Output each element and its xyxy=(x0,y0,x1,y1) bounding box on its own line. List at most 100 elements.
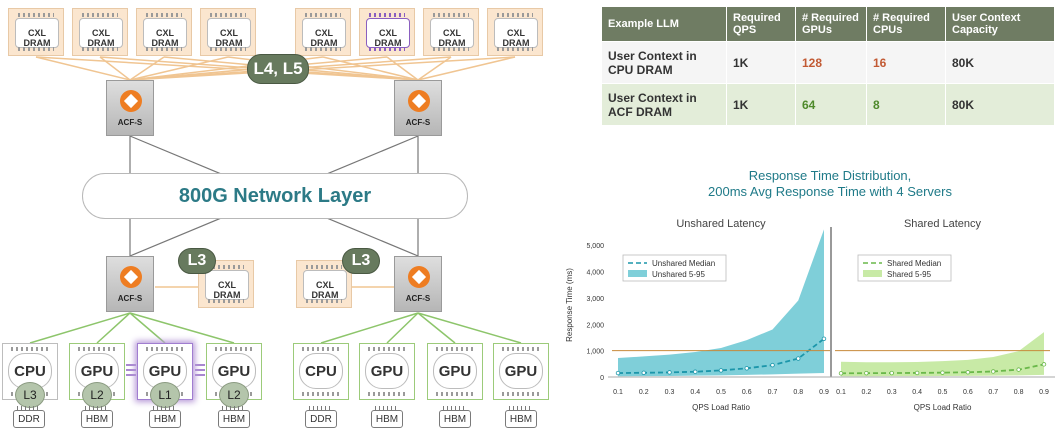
cxl-dram-module: CXL DRAM xyxy=(136,8,192,56)
x-tick-label: 0.4 xyxy=(912,389,922,396)
table-header-cell: Required QPS xyxy=(726,6,796,42)
median-point xyxy=(821,336,827,341)
y-axis-label: Response Time (ms) xyxy=(565,268,574,342)
network-layer-label: 800G Network Layer xyxy=(178,185,372,207)
x-tick-label: 0.5 xyxy=(716,389,726,396)
table-cell: 128 xyxy=(795,41,867,84)
panel-title: Unshared Latency xyxy=(676,218,766,230)
legend-band-label: Shared 5-95 xyxy=(887,270,932,279)
x-tick-label: 0.6 xyxy=(963,389,973,396)
memory-chip-label: HBM xyxy=(81,406,113,428)
cxl-dram-module: CXL DRAM xyxy=(200,8,256,56)
percentile-band xyxy=(841,332,1044,377)
tier-badge-l3: L3 xyxy=(342,248,380,274)
compute-node-gpu: GPU xyxy=(359,343,415,400)
y-tick-label: 2,000 xyxy=(586,322,604,329)
panel-title: Shared Latency xyxy=(904,218,982,230)
memory-chip-label: HBM xyxy=(371,406,403,428)
cache-level-badge: L2 xyxy=(219,382,249,408)
tier-badge-l4-l5: L4, L5 xyxy=(247,54,309,84)
x-tick-label: 0.7 xyxy=(988,389,998,396)
median-point xyxy=(796,356,801,361)
median-point xyxy=(744,366,749,371)
compute-node-gpu: GPU xyxy=(427,343,483,400)
table-header-cell: User Context Capacity xyxy=(945,6,1055,42)
x-tick-label: 0.1 xyxy=(836,389,846,396)
table-header-cell: Example LLM xyxy=(601,6,727,42)
table-row: User Context in CPU DRAM 1K 128 16 80K xyxy=(601,41,1055,84)
median-point xyxy=(965,370,971,375)
table-cell: User Context in ACF DRAM xyxy=(601,83,727,126)
median-point xyxy=(940,370,945,375)
memory-chip-label: DDR xyxy=(13,406,45,428)
chip-label: GPU xyxy=(499,353,543,389)
memory-chip-label: HBM xyxy=(505,406,537,428)
median-point xyxy=(914,370,920,376)
median-line xyxy=(617,338,825,374)
table-header-row: Example LLM Required QPS # Required GPUs… xyxy=(601,6,1055,42)
table-header-cell: # Required GPUs xyxy=(795,6,867,42)
x-axis-label: QPS Load Ratio xyxy=(692,403,750,412)
legend-median-label: Unshared Median xyxy=(652,259,715,268)
memory-chip-label: DDR xyxy=(305,406,337,428)
x-tick-label: 0.6 xyxy=(742,389,752,396)
memory-chip-label: HBM xyxy=(439,406,471,428)
x-tick-label: 0.2 xyxy=(639,389,649,396)
median-point xyxy=(1016,367,1021,372)
median-point xyxy=(770,362,775,368)
cxl-dram-module-l3-left: CXL DRAM xyxy=(198,260,254,308)
legend-band-swatch xyxy=(628,270,647,277)
cache-level-badge: L1 xyxy=(150,382,180,408)
chart-title: Response Time Distribution, xyxy=(748,168,912,183)
median-point xyxy=(864,370,869,376)
acf-logo-icon xyxy=(120,266,142,288)
median-point xyxy=(991,369,996,374)
legend-median-label: Shared Median xyxy=(887,259,941,268)
cxl-dram-module-l3-right: CXL DRAM xyxy=(296,260,352,308)
chart-subtitle: 200ms Avg Response Time with 4 Servers xyxy=(708,184,952,199)
x-tick-label: 0.2 xyxy=(862,389,872,396)
cache-level-badge: L3 xyxy=(15,382,45,408)
median-point xyxy=(889,370,894,376)
median-point xyxy=(1041,362,1047,367)
x-tick-label: 0.8 xyxy=(793,389,803,396)
median-point xyxy=(693,369,698,374)
table-cell: 80K xyxy=(945,41,1055,84)
x-tick-label: 0.4 xyxy=(690,389,700,396)
table-cell: 64 xyxy=(795,83,867,126)
median-point xyxy=(718,368,724,373)
table-cell: 16 xyxy=(866,41,946,84)
acf-logo-icon xyxy=(120,90,142,112)
acf-switch-top-right: ACF-S xyxy=(394,80,442,136)
legend-band-swatch xyxy=(863,270,882,277)
table-header-cell: # Required CPUs xyxy=(866,6,946,42)
median-point xyxy=(667,370,672,375)
network-layer: 800G Network Layer xyxy=(82,173,468,219)
table-cell: 1K xyxy=(726,83,796,126)
acf-switch-top-left: ACF-S xyxy=(106,80,154,136)
table-cell: 1K xyxy=(726,41,796,84)
x-tick-label: 0.8 xyxy=(1014,389,1024,396)
cxl-dram-module: CXL DRAM xyxy=(72,8,128,56)
table-cell: 80K xyxy=(945,83,1055,126)
x-axis-label: QPS Load Ratio xyxy=(914,403,972,412)
x-tick-label: 0.3 xyxy=(887,389,897,396)
cxl-dram-module-highlighted: CXL DRAM xyxy=(359,8,415,56)
y-tick-label: 0 xyxy=(600,375,604,382)
y-tick-label: 1,000 xyxy=(586,349,604,356)
acf-switch-bottom-right: ACF-S xyxy=(394,256,442,312)
x-tick-label: 0.1 xyxy=(613,389,623,396)
tier-badge-l3: L3 xyxy=(178,248,216,274)
response-time-chart: Response Time (ms)5,0004,0003,0002,0001,… xyxy=(565,218,1055,412)
chip-label: GPU xyxy=(433,353,477,389)
table-cell: User Context in CPU DRAM xyxy=(601,41,727,84)
y-tick-label: 4,000 xyxy=(586,270,604,277)
median-point xyxy=(838,371,844,376)
x-tick-label: 0.9 xyxy=(1039,389,1049,396)
cache-level-badge: L2 xyxy=(82,382,112,408)
compute-node-gpu: GPU xyxy=(69,343,125,400)
table-cell: 8 xyxy=(866,83,946,126)
chip-label: CPU xyxy=(299,353,343,389)
x-tick-label: 0.5 xyxy=(938,389,948,396)
chip-label: GPU xyxy=(75,353,119,389)
